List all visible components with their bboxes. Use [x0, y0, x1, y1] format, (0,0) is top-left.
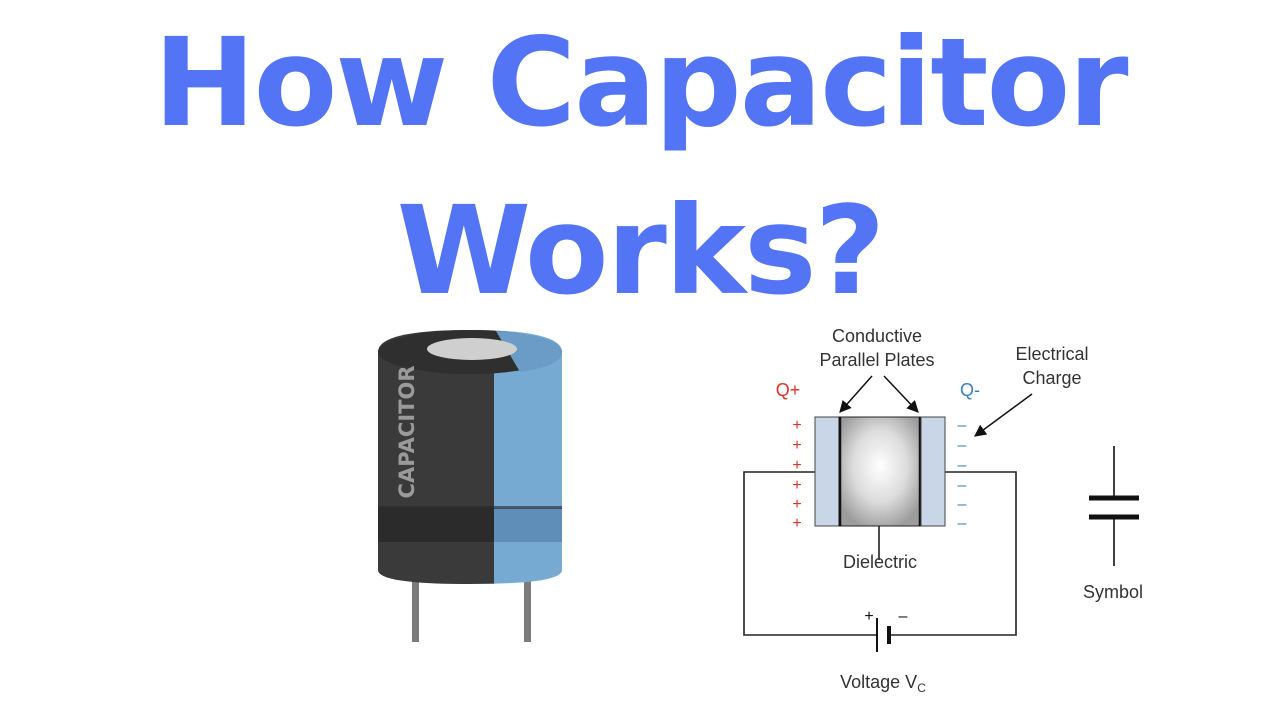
plus-sign: + [792, 457, 801, 474]
negative-charges: – – – – – – [958, 417, 967, 532]
minus-sign: – [958, 515, 967, 532]
title-line-1: How Capacitor [153, 12, 1128, 154]
minus-sign: – [958, 496, 967, 513]
capacitor-illustration: CAPACITOR [378, 330, 562, 642]
plate-diagram: Conductive Parallel Plates Electrical Ch… [743, 326, 1089, 695]
battery-minus: – [899, 608, 908, 625]
plate-negative [920, 416, 946, 527]
conductive-label-2: Parallel Plates [819, 350, 934, 370]
minus-sign: – [958, 457, 967, 474]
plus-sign: + [792, 496, 801, 513]
battery-plus: + [864, 608, 873, 625]
q-minus-label: Q- [960, 380, 980, 400]
minus-sign: – [958, 437, 967, 454]
charge-label-2: Charge [1022, 368, 1081, 388]
capacitor-vent [427, 338, 517, 360]
capacitor-lead-left [412, 570, 419, 642]
wire-left [743, 471, 876, 636]
arrow-plate-right [883, 375, 919, 413]
voltage-text: Voltage V [840, 672, 917, 692]
plate-positive [814, 416, 840, 527]
capacitor-text: CAPACITOR [395, 366, 419, 499]
arrow-charge [974, 393, 1033, 437]
plus-sign: + [792, 417, 801, 434]
title-line-2: Works? [396, 180, 886, 322]
q-plus-label: Q+ [776, 380, 801, 400]
plus-sign: + [792, 477, 801, 494]
arrow-plate-left [839, 375, 873, 413]
minus-sign: – [958, 417, 967, 434]
voltage-subscript: C [917, 681, 926, 695]
capacitor-lead-right [524, 570, 531, 642]
plus-sign: + [792, 437, 801, 454]
dielectric-label: Dielectric [843, 552, 917, 572]
wire-right [890, 471, 1017, 636]
plus-sign: + [792, 515, 801, 532]
capacitor-symbol-icon [1089, 446, 1139, 566]
dielectric-block [838, 416, 922, 527]
voltage-label: Voltage VC [840, 672, 926, 695]
charge-label-1: Electrical [1015, 344, 1088, 364]
minus-sign: – [958, 477, 967, 494]
battery-icon: + – [864, 608, 908, 652]
positive-charges: + + + + + + [792, 417, 801, 532]
conductive-label-1: Conductive [832, 326, 922, 346]
symbol-label: Symbol [1083, 582, 1143, 602]
